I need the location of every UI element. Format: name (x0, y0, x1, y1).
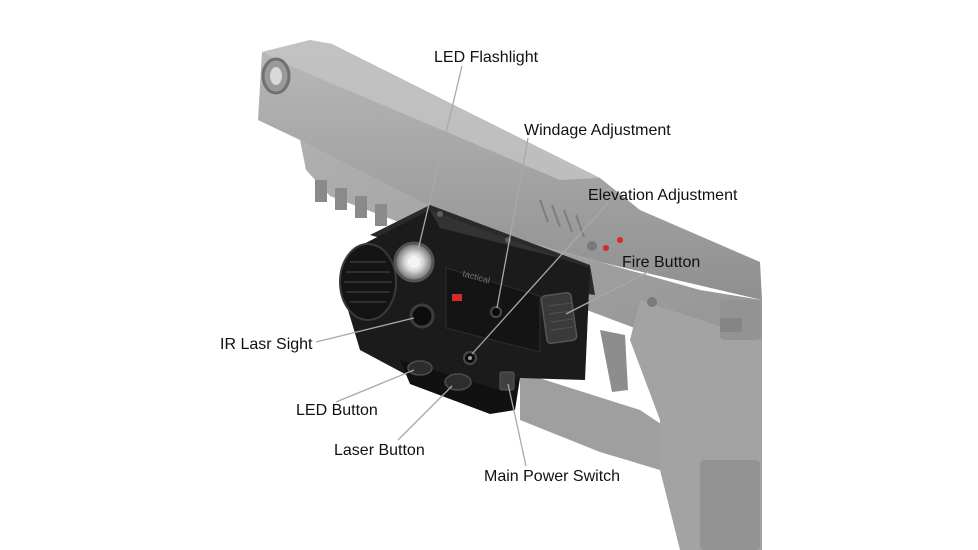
slide-serrations (539, 199, 585, 238)
leader-lines (315, 65, 649, 467)
battery-cap-ribs (344, 261, 392, 303)
accessory-rail (315, 180, 387, 226)
slide-pin (587, 241, 597, 251)
fire-button-grooves (548, 302, 574, 331)
leader-windage-adjustment (496, 137, 529, 309)
red-indicator-2 (617, 237, 623, 243)
top-screw-1 (437, 211, 443, 217)
label-laser-button: Laser Button (334, 442, 425, 459)
ir-laser-aperture (409, 303, 435, 329)
laser-warning-label (452, 294, 462, 301)
leader-led-button (335, 369, 415, 403)
leader-fire-button (565, 271, 649, 315)
leader-main-power-switch (507, 383, 527, 467)
muzzle-inner (270, 67, 282, 85)
label-main-power-switch: Main Power Switch (484, 468, 620, 485)
label-elevation-adjustment: Elevation Adjustment (588, 187, 738, 204)
slide-top-face (262, 40, 600, 180)
laser-button (444, 373, 472, 391)
label-led-flashlight: LED Flashlight (434, 49, 539, 66)
label-fire-button: Fire Button (622, 254, 700, 271)
led-lens-center (408, 256, 420, 268)
label-led-button: LED Button (296, 402, 378, 419)
elevation-screw-cap (468, 356, 472, 360)
led-button (407, 360, 433, 376)
leader-led-flashlight (417, 65, 463, 251)
leader-ir-laser-sight (315, 317, 415, 343)
takedown-lever (720, 318, 742, 332)
light-laser-device: tactical (339, 205, 595, 414)
trigger-guard (520, 372, 680, 470)
main-power-switch (499, 371, 515, 391)
leader-elevation-adjustment (471, 202, 609, 355)
label-ir-laser-sight: IR Lasr Sight (220, 336, 313, 353)
leader-laser-button (397, 385, 453, 441)
fire-button-pad (540, 291, 578, 345)
frame-pin (647, 297, 657, 307)
label-windage-adjustment: Windage Adjustment (524, 122, 671, 139)
windage-screw (490, 306, 502, 318)
red-indicator-1 (603, 245, 609, 251)
trigger (600, 330, 628, 392)
callout-labels: LED Flashlight Windage Adjustment Elevat… (220, 49, 738, 485)
